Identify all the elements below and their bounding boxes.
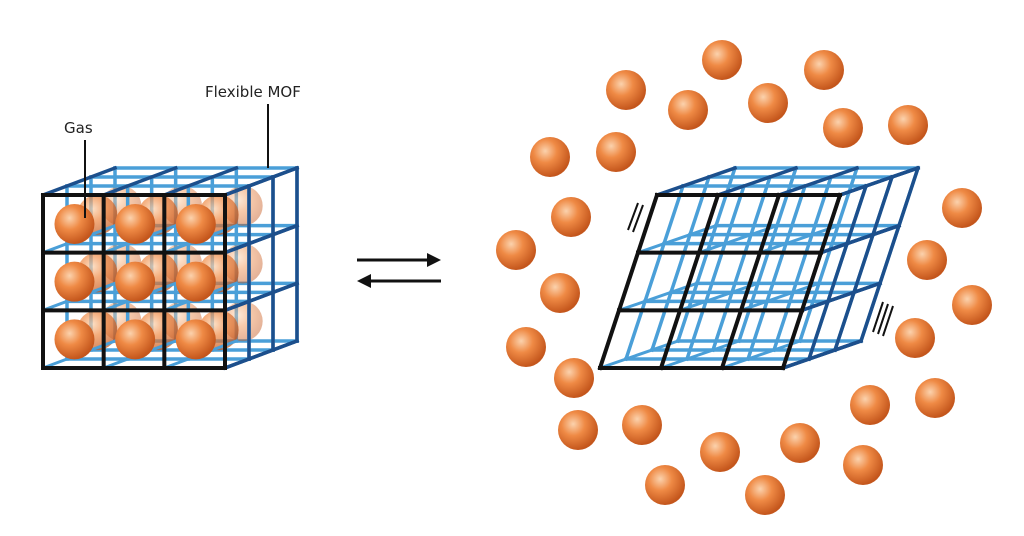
- reverse-arrow-icon: [357, 274, 441, 288]
- depth-strut: [678, 281, 760, 313]
- side-strut: [858, 165, 921, 344]
- depth-strut: [776, 165, 860, 198]
- free-gas-molecule: [952, 285, 992, 325]
- free-gas-molecule: [530, 137, 570, 177]
- mof-label: Flexible MOF: [205, 83, 301, 101]
- side-strut: [806, 183, 869, 362]
- free-gas-molecule: [645, 465, 685, 505]
- side-strut: [222, 281, 300, 313]
- mof-label-group: Flexible MOF: [205, 83, 301, 168]
- gas-molecule: [54, 261, 95, 302]
- free-gas-molecule: [804, 50, 844, 90]
- depth-strut: [101, 165, 178, 198]
- inner-strut: [710, 174, 773, 353]
- free-gas-molecule: [850, 385, 890, 425]
- free-gas-molecule: [895, 318, 935, 358]
- depth-strut: [636, 223, 718, 255]
- side-strut: [222, 165, 300, 198]
- free-gas-molecule: [506, 327, 546, 367]
- side-strut: [832, 174, 895, 353]
- free-gas-molecule: [843, 445, 883, 485]
- free-gas-molecule: [551, 197, 591, 237]
- gas-molecule: [115, 204, 156, 245]
- side-strut: [222, 223, 300, 255]
- depth-strut: [697, 223, 779, 255]
- free-gas-molecule: [554, 358, 594, 398]
- free-gas-molecule: [540, 273, 580, 313]
- free-gas-molecule: [942, 188, 982, 228]
- side-strut: [818, 223, 902, 255]
- free-gas-molecule: [745, 475, 785, 515]
- gas-label-group: Gas: [64, 119, 93, 218]
- inner-strut: [745, 183, 808, 362]
- side-strut: [837, 165, 921, 198]
- depth-strut: [162, 165, 239, 198]
- free-gas-molecule: [700, 432, 740, 472]
- equilibrium-arrows: [357, 253, 441, 288]
- free-gas-molecule: [888, 105, 928, 145]
- depth-strut: [598, 339, 680, 370]
- shear-mark-left: [627, 202, 644, 233]
- free-gas-molecule: [622, 405, 662, 445]
- depth-strut: [715, 165, 799, 198]
- free-gas-molecule: [780, 423, 820, 463]
- depth-strut: [739, 281, 821, 313]
- front-strut: [719, 192, 782, 371]
- inner-strut: [797, 165, 860, 344]
- free-gas-molecule: [596, 132, 636, 172]
- gas-molecule: [175, 204, 216, 245]
- forward-arrow-icon: [357, 253, 441, 267]
- gas-molecule: [115, 319, 156, 360]
- gas-molecule: [175, 261, 216, 302]
- free-gas-molecule: [702, 40, 742, 80]
- side-strut: [222, 338, 300, 371]
- front-strut: [658, 192, 721, 371]
- inner-strut: [771, 174, 834, 353]
- released-gas-molecules: [496, 40, 992, 515]
- free-gas-molecule: [496, 230, 536, 270]
- filled-mof-cube: [40, 165, 300, 371]
- deformed-mof-cube: [597, 165, 921, 371]
- side-strut: [799, 281, 883, 313]
- gas-label: Gas: [64, 119, 93, 137]
- shear-mark-right: [872, 301, 894, 337]
- depth-strut: [40, 165, 118, 198]
- gas-molecule: [115, 261, 156, 302]
- depth-strut: [659, 339, 741, 370]
- depth-strut: [617, 281, 699, 313]
- gas-molecule: [175, 319, 216, 360]
- inner-strut: [623, 183, 686, 362]
- gas-molecule: [54, 204, 95, 245]
- front-strut: [780, 192, 843, 371]
- depth-strut: [654, 165, 738, 198]
- free-gas-molecule: [668, 90, 708, 130]
- free-gas-molecule: [823, 108, 863, 148]
- free-gas-molecule: [907, 240, 947, 280]
- free-gas-molecule: [748, 83, 788, 123]
- free-gas-molecule: [915, 378, 955, 418]
- depth-strut: [758, 223, 840, 255]
- depth-strut: [720, 339, 802, 370]
- free-gas-molecule: [558, 410, 598, 450]
- inner-strut: [684, 183, 747, 362]
- front-strut: [597, 192, 660, 371]
- inner-strut: [649, 174, 712, 353]
- gas-molecule: [54, 319, 95, 360]
- side-strut: [780, 338, 864, 371]
- free-gas-molecule: [606, 70, 646, 110]
